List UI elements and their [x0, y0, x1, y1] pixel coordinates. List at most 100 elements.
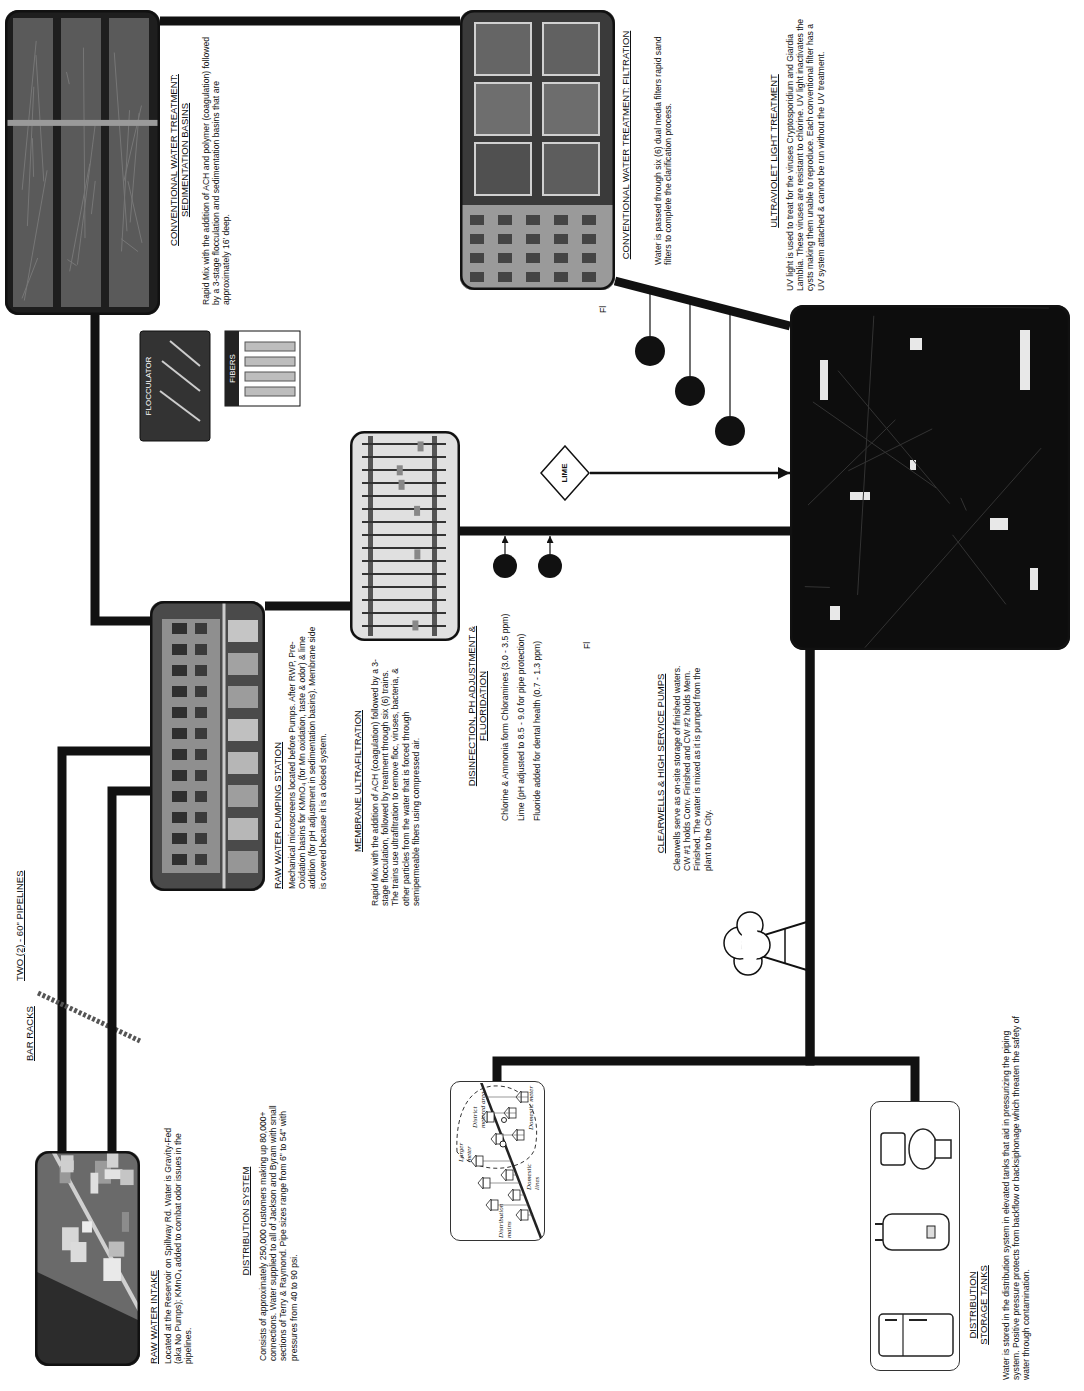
- pipeline: [62, 751, 150, 1151]
- shadow-line: [805, 586, 830, 588]
- sedimentation-node: CONVENTIONAL WATER TREATMENT: SEDIMENTAT…: [5, 10, 160, 315]
- section-heading: RAW WATER PUMPING STATION: [272, 619, 283, 889]
- basin: [109, 18, 149, 307]
- chemical-label: LIME: [560, 445, 570, 501]
- ripple: [91, 181, 95, 214]
- ripple: [32, 138, 33, 177]
- flow-pipe: [590, 472, 790, 475]
- structure: [910, 460, 916, 470]
- flow-pipe: [160, 17, 460, 26]
- meter-symbol: [502, 1118, 507, 1123]
- house-roof: [486, 1199, 491, 1211]
- flow-label: Fl: [598, 293, 608, 313]
- pump-unit: [228, 851, 258, 873]
- photo-frame: [36, 1152, 139, 1365]
- service-line: [501, 1135, 524, 1136]
- shadow-line: [864, 448, 1041, 648]
- membrane-module: [362, 469, 446, 471]
- building: [460, 205, 615, 290]
- flow-pipe: [265, 602, 350, 611]
- flow-pipe: [615, 281, 790, 326]
- dosage-note: Fluoride added for dental health (0.7 - …: [532, 581, 542, 821]
- building: [105, 1169, 123, 1179]
- bar-rack: [38, 993, 140, 1041]
- fibers-inset: [225, 331, 300, 406]
- section-heading: CONVENTIONAL WATER TREATMENT: FILTRATION: [620, 25, 631, 265]
- building: [103, 1258, 121, 1281]
- section-heading: DISTRIBUTION STORAGE TANKS: [967, 1250, 989, 1360]
- building: [120, 1170, 133, 1185]
- filter-cell: [475, 143, 531, 195]
- window: [195, 728, 207, 739]
- refrigerator: [879, 1314, 953, 1356]
- window: [172, 770, 187, 781]
- house: [487, 1112, 494, 1122]
- toilet-bowl: [909, 1129, 937, 1169]
- structure: [910, 338, 922, 350]
- photo-frame: [6, 11, 159, 314]
- filter-cell: [475, 83, 531, 135]
- window: [526, 253, 540, 263]
- photo-frame: [461, 11, 614, 289]
- tower-leg: [758, 955, 810, 971]
- part-label: BAR RACKS: [24, 981, 35, 1061]
- shadow-line: [838, 371, 950, 504]
- window: [195, 833, 207, 844]
- window: [172, 749, 187, 760]
- ripple: [66, 72, 69, 84]
- flocculator-paddle: [170, 341, 200, 366]
- section-description: Clearwells serve as on-site storage of f…: [672, 656, 713, 871]
- service-line: [483, 1161, 511, 1162]
- flow-pipe: [95, 315, 150, 621]
- photo-frame: [351, 432, 459, 640]
- valve: [414, 549, 420, 559]
- service-line: [490, 1183, 520, 1184]
- pump-unit: [228, 752, 258, 774]
- decision-diamond: [541, 446, 589, 500]
- ripple: [122, 110, 130, 251]
- photo-ground: [460, 10, 615, 290]
- service-line: [528, 1215, 532, 1216]
- road: [53, 1151, 140, 1311]
- membrane-module: [362, 443, 446, 445]
- window: [172, 791, 187, 802]
- structure: [990, 518, 1008, 530]
- chemical-feed: [493, 554, 517, 578]
- illustration-label: Domestic lines: [525, 1150, 541, 1190]
- structure: [820, 360, 828, 400]
- window: [582, 234, 596, 244]
- section-description: Mechanical microscreens located before P…: [287, 619, 328, 889]
- building: [162, 619, 220, 873]
- pump-unit: [228, 818, 258, 840]
- chemical-feed: [538, 554, 562, 578]
- structure: [830, 606, 840, 620]
- valve: [414, 506, 420, 516]
- structure: [1020, 330, 1030, 390]
- window: [470, 253, 484, 263]
- house: [491, 1200, 498, 1210]
- membrane-module: [362, 573, 446, 575]
- dosage-note: Lime (pH adjusted to 8.5 - 9.0 for pipe …: [516, 581, 526, 821]
- ripple: [27, 87, 33, 226]
- window: [195, 665, 207, 676]
- pumping-station-node: RAW WATER PUMPING STATIONMechanical micr…: [150, 601, 265, 891]
- section-description: Water is stored in the distribution syst…: [1001, 1000, 1032, 1380]
- window: [526, 215, 540, 225]
- window: [582, 253, 596, 263]
- tower-brace: [784, 929, 786, 963]
- valve: [397, 465, 403, 475]
- ripple: [22, 258, 38, 298]
- inset-label: FLOCCULATOR: [143, 333, 154, 439]
- fiber-bundle: [245, 342, 295, 351]
- window: [498, 272, 512, 282]
- heater-pipe: [875, 1223, 883, 1225]
- photo-image: [35, 1151, 140, 1366]
- service-line: [520, 1195, 524, 1196]
- window: [195, 770, 207, 781]
- photo-image: [150, 601, 265, 891]
- house: [476, 1156, 483, 1166]
- house-roof: [478, 1177, 483, 1189]
- building: [61, 1155, 74, 1172]
- refrigerator-handle: [909, 1319, 927, 1321]
